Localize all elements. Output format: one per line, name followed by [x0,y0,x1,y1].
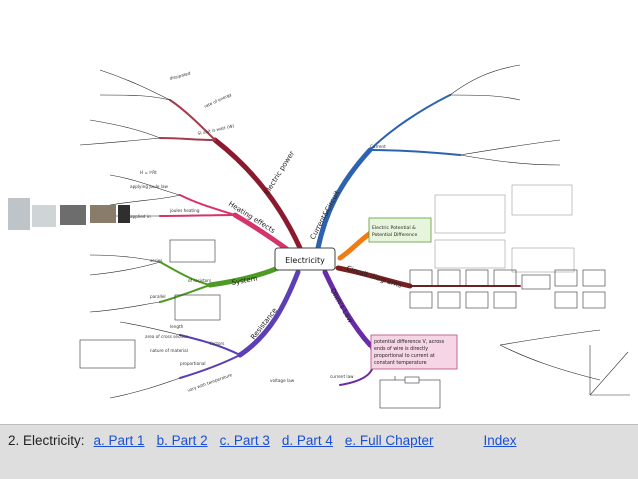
svg-text:Potential Difference: Potential Difference [372,232,417,238]
node-h-eq: H = I²Rt [140,170,157,175]
node-proportional: proportional [180,361,206,366]
node-length: length [170,324,184,329]
branch-circuit-diagrams-line [335,265,413,289]
node-series: series [150,258,162,263]
info-box-2 [434,239,506,269]
branch-ohms-line [322,269,373,348]
node-varies-temp: vary with temperature [187,372,233,393]
branch-resistance-line [237,269,301,358]
info-box-4 [511,247,575,273]
branch-label-electric-power: Electric power [263,149,296,196]
branch-current-line [315,147,373,251]
link-part-4[interactable]: d. Part 4 [281,433,333,448]
svg-text:proportional to current at: proportional to current at [374,353,435,359]
footer-nav: 2. Electricity: a. Part 1 b. Part 2 c. Part… [0,424,638,479]
vi-graph [589,345,630,396]
branch-label-ohms: Ohm's Law [328,287,354,325]
branch-label-current: Current&Circuit [309,189,342,241]
node-applied-in: applied in [130,214,151,219]
link-part-3[interactable]: c. Part 3 [219,433,270,448]
node-joules-heating: joules heating [169,208,200,213]
node-current: Current [370,144,386,149]
center-node [274,247,336,271]
node-parallel: parallel [150,294,166,299]
node-applying-joule: applying joule law [130,184,169,189]
resistor-circuits [79,239,221,369]
node-rate-of-energy: rate of energy [203,92,233,109]
node-current-law: current law [330,374,354,379]
node-of-resistors: of resistors [188,278,211,283]
ohms-box [370,334,458,370]
branch-electric-power-line [212,137,303,251]
circuit-symbols [409,269,606,309]
link-part-2[interactable]: b. Part 2 [156,433,208,448]
ohms-box-line-1: potential difference V, across [374,339,445,345]
branch-label-circuit-diagrams: Circuit diagrams [345,264,403,289]
link-part-1[interactable]: a. Part 1 [93,433,145,448]
mind-map: Electric power Heating effects Current&C… [8,64,630,409]
link-index[interactable]: Index [483,433,517,448]
info-box-3 [511,184,573,216]
ohms-circuit-sketch [379,376,441,409]
node-factors: factors [210,341,224,346]
node-dissipated: dissipated [169,70,191,80]
node-nature: nature of material [150,348,188,353]
node-si-unit: SI unit is watt (W) [197,123,235,136]
branch-label-system: System [231,275,258,287]
link-full-chapter[interactable]: e. Full Chapter [344,433,434,448]
svg-text:ends of wire is directly: ends of wire is directly [374,346,428,352]
node-area: area of cross section [145,334,189,339]
info-box-1 [434,194,506,234]
potential-box [368,217,432,243]
appliances-images [8,198,130,230]
center-title: Electricity [285,256,325,265]
branch-potential-line [337,229,375,261]
footer-prefix: 2. Electricity: [8,433,85,448]
svg-text:constant temperature: constant temperature [374,360,427,366]
potential-box-text: Electric Potential & [372,225,416,231]
node-voltage-law: voltage law [270,378,295,383]
